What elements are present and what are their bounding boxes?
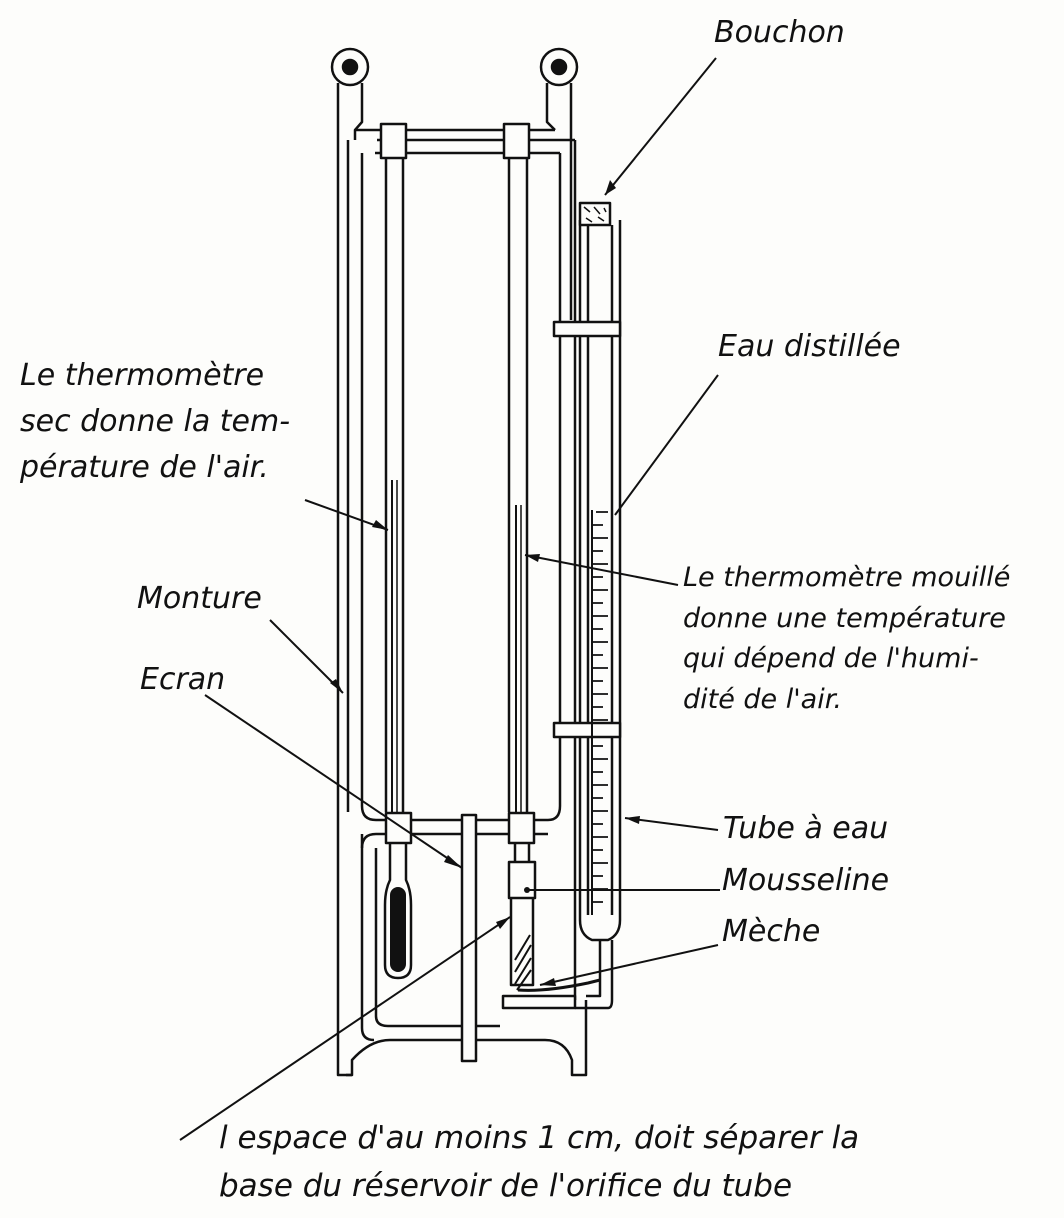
right-hanging-ring [539,47,579,87]
leader-ecran [204,694,463,869]
water-tube [552,201,622,942]
dot-mousseline [524,887,530,893]
screen-ecran [460,813,478,1063]
wet-thermometer [507,158,531,862]
label-bouchon: Bouchon [714,15,845,50]
left-hanging-ring [330,47,370,87]
leader-bouchon [604,57,717,196]
arrow-bouchon [605,180,616,195]
clamp-top-left [379,122,408,160]
arrow-tube [625,816,640,824]
clamp-top-right [502,122,531,160]
arrow-monture [330,679,343,693]
arrow-mouille [525,554,540,562]
leader-monture [269,619,344,694]
leader-mouille [524,554,679,586]
arrow-ecran [444,855,462,868]
muslin-mousseline [507,860,537,991]
leader-eau [614,374,719,516]
label-thermometre-sec: Le thermomètre sec donne la tem- pératur… [20,358,291,485]
label-thermometre-mouille: Le thermomètre mouillé donne une tempéra… [683,562,1011,715]
label-monture: Monture [137,581,262,616]
label-meche: Mèche [722,914,821,949]
label-mousseline: Mousseline [722,863,890,898]
clamp-middle-right [507,811,536,845]
leader-lines [179,57,720,1141]
arrow-espace [496,917,510,929]
label-tube-a-eau: Tube à eau [723,811,889,846]
label-ecran: Ecran [140,662,226,697]
leader-arrowheads [330,180,640,986]
arrow-sec [372,520,388,530]
leader-tube [624,817,719,831]
leader-espace [179,916,511,1141]
clamp-middle-left [384,811,413,845]
label-eau-distillee: Eau distillée [718,329,901,364]
label-espace-note: l espace d'au moins 1 cm, doit séparer l… [219,1120,860,1205]
wick-tray [501,940,614,1010]
arrow-meche [540,978,556,986]
leader-meche [539,944,719,986]
dry-thermometer [383,158,413,980]
